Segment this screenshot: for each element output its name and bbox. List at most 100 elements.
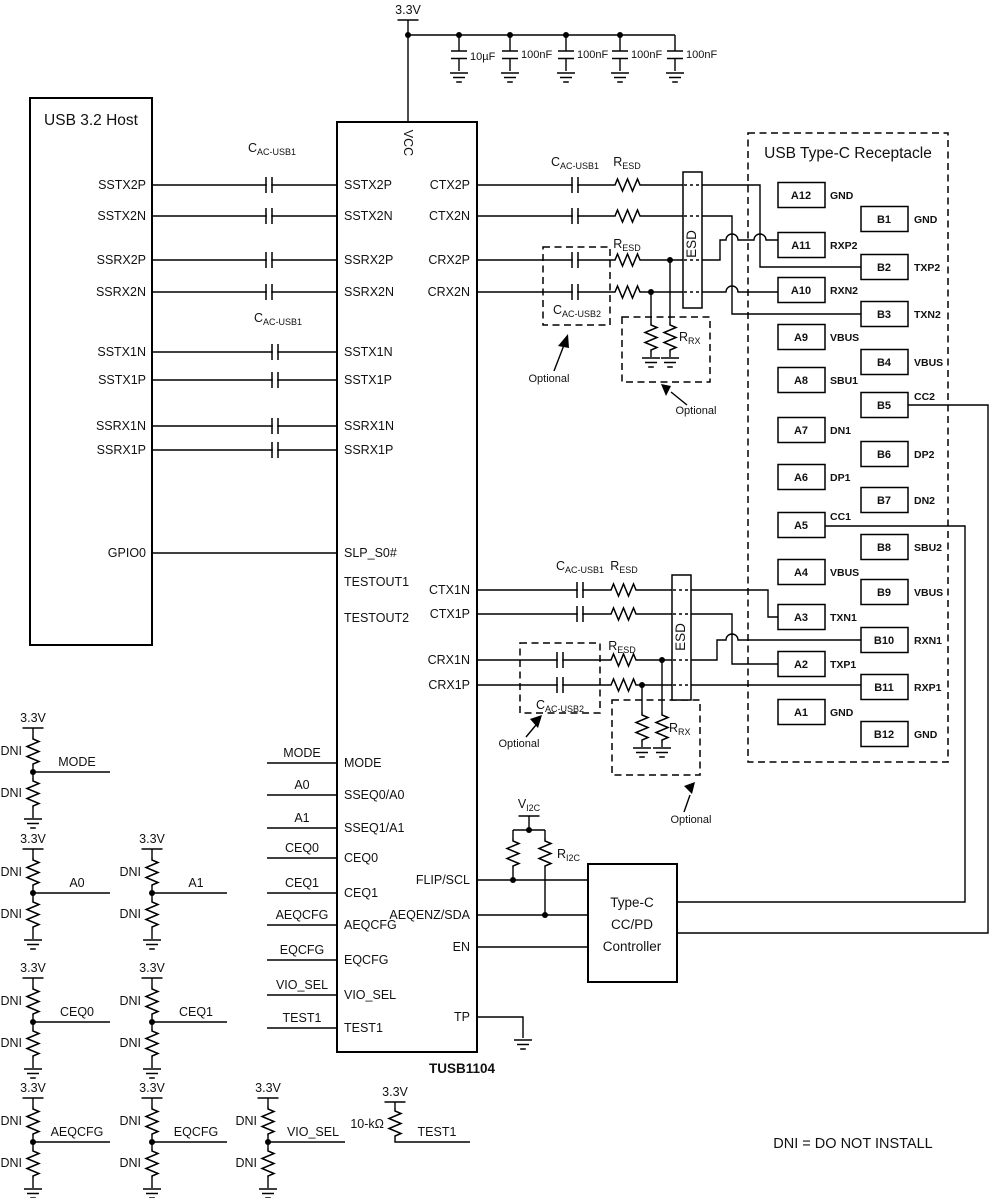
ground-icon (641, 357, 661, 368)
capacitor (571, 207, 579, 225)
dni-label: DNI (0, 744, 22, 758)
ground-icon (449, 72, 469, 83)
ground-icon (513, 1039, 533, 1050)
stub-label: TEST1 (283, 1011, 322, 1025)
major-boxes (29, 97, 678, 1053)
controller-title: CC/PD (611, 917, 653, 932)
resistor (607, 677, 640, 693)
pin-signal: RXN2 (830, 285, 858, 297)
pin-signal: VBUS (830, 332, 859, 344)
resistor (634, 711, 650, 743)
chip-pin: CRX2N (428, 285, 470, 299)
optional-rrx-box-lane2 (621, 316, 711, 383)
chip-pin: FLIP/SCL (416, 873, 470, 887)
arrow-head-icon (661, 384, 671, 396)
controller-title: Type-C (610, 895, 654, 910)
chip-pin: SSTX2N (344, 209, 393, 223)
supply-label: 3.3V (139, 961, 165, 975)
pin-box-b7 (860, 486, 909, 514)
net-label: CEQ1 (179, 1005, 213, 1019)
chip-pin: TESTOUT1 (344, 575, 409, 589)
dni-label: DNI (0, 865, 22, 879)
chip-pin: CTX2N (429, 209, 470, 223)
chip-pin: SSTX2P (344, 178, 392, 192)
optional-cac-usb2-box-lane1 (519, 642, 601, 714)
chip-pin: EQCFG (344, 953, 388, 967)
pin-number: B5 (877, 400, 891, 412)
pin-signal: SBU2 (914, 542, 942, 554)
crx2p-to-rxp2 (702, 233, 778, 261)
pin-number: A12 (791, 190, 811, 202)
optional-cac-usb2-box-lane2 (542, 246, 611, 326)
capacitor (576, 581, 584, 599)
cac-usb2-label: CAC-USB2 (553, 303, 601, 319)
tusb1104-box (336, 121, 478, 1053)
pin-signal: DP1 (830, 472, 851, 484)
ground-icon (652, 747, 672, 758)
pin-signal: TXP2 (914, 262, 940, 274)
ground-icon (660, 357, 680, 368)
pin-box-a2 (777, 650, 826, 678)
net-label: MODE (58, 755, 96, 769)
dni-label: DNI (235, 1156, 257, 1170)
pin-number: A6 (794, 472, 808, 484)
net-label: CEQ0 (60, 1005, 94, 1019)
capacitor (571, 176, 579, 194)
cac-usb1-label: CAC-USB1 (556, 559, 604, 575)
arrow-line (683, 794, 691, 813)
capacitor (271, 343, 279, 361)
esd-passthrough-lane1 (673, 589, 690, 686)
resistor (537, 837, 553, 869)
host-pin: SSRX2P (97, 253, 146, 267)
ri2c-label: RI2C (557, 847, 581, 863)
text-layer: 3.3V 10µF 100nF 100nF 100nF 100nF USB 3.… (0, 3, 943, 1170)
chip-pin: SSRX2N (344, 285, 394, 299)
capacitor (556, 651, 564, 669)
crx1n-to-rxn1 (691, 633, 861, 661)
rrx-label: RRX (669, 721, 691, 737)
arrow-head-icon (558, 334, 569, 348)
pin-signal: TXP1 (830, 659, 856, 671)
arrow-line (553, 344, 565, 372)
lane1-wires (477, 589, 672, 686)
resd-label: RESD (613, 155, 641, 171)
config-stub-wires (267, 762, 337, 1029)
arrow-line (525, 724, 537, 738)
pin-number: A1 (794, 707, 808, 719)
chip-pin: CTX1N (429, 583, 470, 597)
chip-pin: SSRX2P (344, 253, 393, 267)
pin-box-b12 (860, 720, 909, 748)
pin-signal: VBUS (914, 587, 943, 599)
capacitor (271, 417, 279, 435)
pin-box-a5 (777, 511, 826, 539)
vi2c-label: VI2C (518, 797, 541, 813)
pin-box-b1 (860, 205, 909, 233)
chip-pin: CRX2P (428, 253, 470, 267)
dni-note: DNI = DO NOT INSTALL (773, 1136, 932, 1152)
chip-pin: AEQENZ/SDA (389, 908, 470, 922)
cc-pd-controller-box (587, 863, 678, 983)
optional-label: Optional (529, 373, 570, 385)
chip-pin: SSTX1P (344, 373, 392, 387)
resistor (611, 284, 644, 300)
capacitor (556, 676, 564, 694)
supply-label: 3.3V (20, 711, 46, 725)
cac-usb2-label: CAC-USB2 (536, 698, 584, 714)
dashed-containers (519, 132, 949, 776)
ctx2p-to-txp2 (702, 184, 861, 268)
capacitor (265, 283, 273, 301)
supply-label: 3.3V (20, 832, 46, 846)
pin-number: A2 (794, 659, 808, 671)
resd-label: RESD (610, 559, 638, 575)
pin-number: A7 (794, 425, 808, 437)
receptacle-title: USB Type-C Receptacle (764, 145, 932, 162)
dni-label: DNI (0, 1114, 22, 1128)
pin-box-a6 (777, 463, 826, 491)
supply-label: 3.3V (20, 1081, 46, 1095)
optional-arrows (525, 334, 695, 813)
pin-box-a11 (777, 231, 826, 259)
resistor (607, 582, 640, 598)
dni-label: DNI (119, 1156, 141, 1170)
pin-box-a10 (777, 276, 826, 304)
